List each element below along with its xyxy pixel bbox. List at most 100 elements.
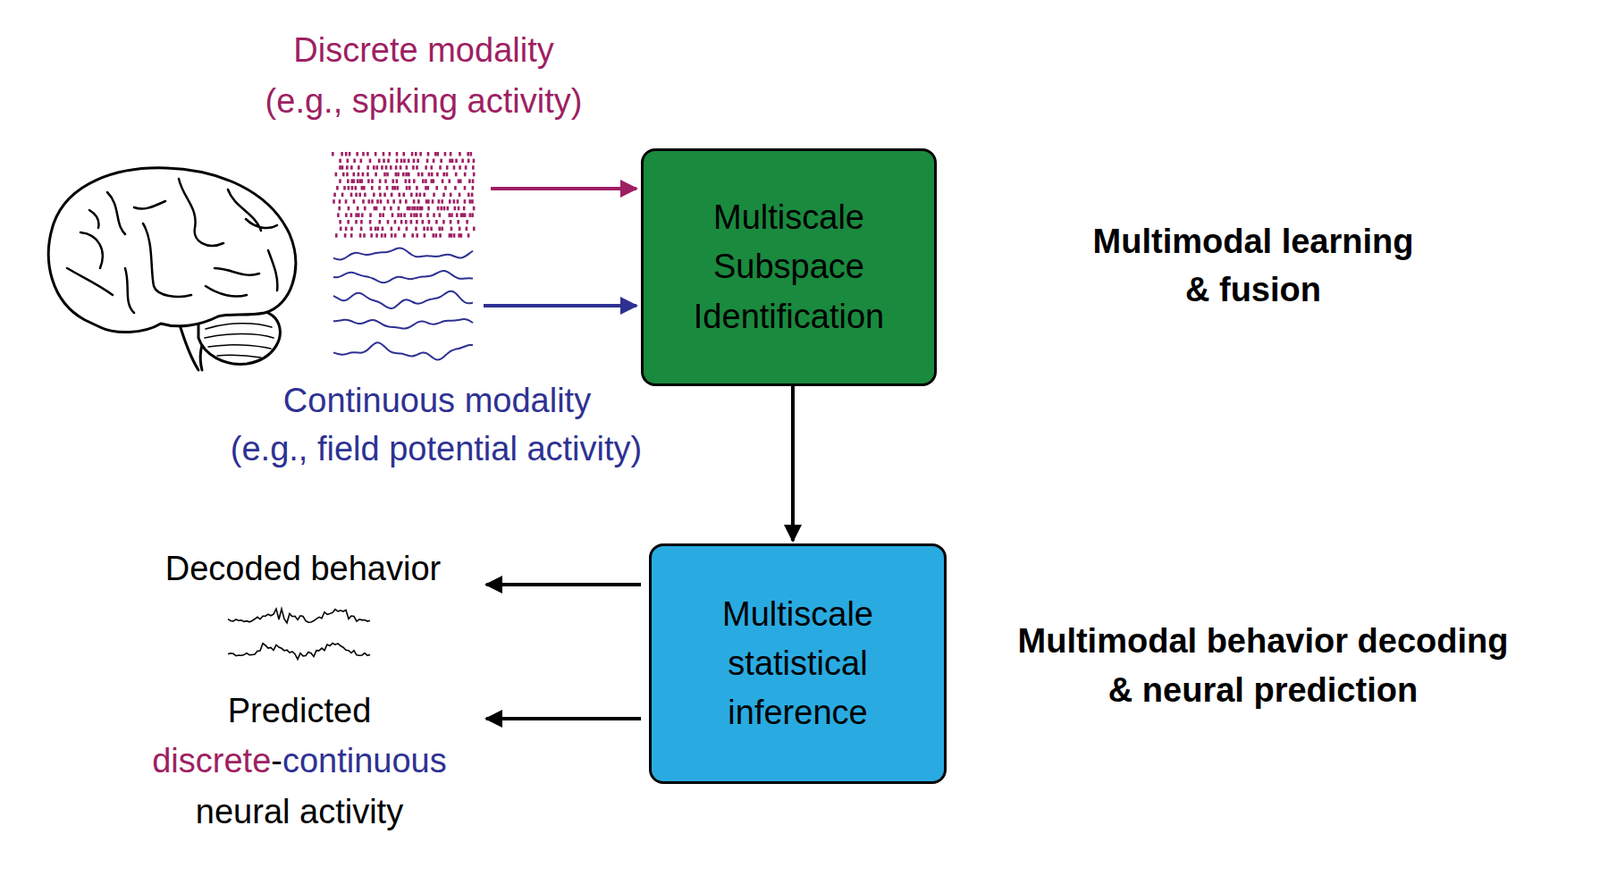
- spike-tick: [454, 185, 457, 191]
- spike-tick: [472, 206, 476, 211]
- spike-tick: [412, 159, 416, 164]
- spike-tick: [442, 172, 446, 177]
- spike-tick: [374, 151, 378, 157]
- text-label: & neural prediction: [1108, 671, 1418, 709]
- spike-tick: [416, 159, 420, 164]
- spike-tick: [431, 233, 435, 238]
- spike-tick: [341, 193, 345, 198]
- behavior-trace: [227, 643, 371, 660]
- spike-tick: [397, 193, 401, 198]
- spike-tick: [429, 227, 433, 232]
- spike-tick: [466, 151, 470, 157]
- spike-tick: [421, 206, 424, 211]
- spike-tick: [390, 227, 394, 232]
- spike-tick: [407, 159, 411, 164]
- spike-tick: [351, 185, 354, 191]
- spike-tick: [369, 159, 372, 164]
- spike-tick: [352, 172, 355, 177]
- spike-tick: [346, 219, 350, 225]
- spike-tick: [369, 212, 372, 218]
- spike-tick: [471, 199, 474, 204]
- spike-tick: [373, 206, 377, 211]
- spike-tick: [338, 165, 342, 170]
- spike-tick: [405, 227, 409, 232]
- spike-tick: [419, 151, 422, 157]
- spike-tick: [382, 151, 386, 157]
- spike-tick: [410, 219, 413, 225]
- spike-tick: [398, 199, 402, 204]
- spike-tick: [411, 233, 414, 238]
- spike-tick: [378, 212, 382, 218]
- spike-tick: [402, 151, 405, 157]
- spike-tick: [440, 227, 444, 232]
- spike-tick: [463, 206, 466, 211]
- spike-tick: [448, 159, 452, 164]
- spike-tick: [370, 185, 374, 191]
- spike-tick: [380, 165, 384, 170]
- spike-tick: [361, 212, 364, 218]
- node-label: Multiscale statistical inference: [669, 589, 927, 738]
- spike-tick: [402, 172, 405, 177]
- spike-tick: [467, 233, 471, 238]
- label-line: neural activity: [195, 791, 404, 834]
- spike-tick: [353, 185, 357, 191]
- spike-tick: [360, 227, 363, 232]
- spike-tick: [443, 206, 447, 211]
- spike-tick: [417, 172, 421, 177]
- spike-tick: [387, 219, 390, 225]
- spike-tick: [336, 185, 339, 191]
- lfp-trace: [333, 319, 473, 329]
- spike-tick: [446, 172, 449, 177]
- spike-tick: [341, 165, 345, 170]
- text-label: (e.g., spiking activity): [265, 82, 583, 120]
- spike-tick: [471, 212, 474, 218]
- spike-tick: [362, 199, 365, 204]
- text-label: Decoded behavior: [165, 549, 441, 588]
- spike-tick: [454, 206, 457, 211]
- spike-tick: [362, 185, 366, 191]
- cerebellum-folds: [204, 323, 274, 358]
- spike-tick: [463, 185, 467, 191]
- spike-tick: [437, 199, 441, 204]
- label-line: Discrete modality: [293, 30, 554, 72]
- spike-tick: [383, 206, 387, 211]
- spike-tick: [429, 165, 433, 170]
- spike-raster: [331, 151, 476, 238]
- spike-tick: [411, 206, 414, 211]
- spike-tick: [463, 172, 467, 177]
- spike-tick: [354, 193, 358, 198]
- label-line: discrete-continuous: [151, 741, 447, 783]
- spike-tick: [439, 206, 443, 211]
- spike-tick: [461, 159, 464, 164]
- spike-tick: [439, 159, 443, 164]
- spike-tick: [404, 199, 408, 204]
- spike-tick: [435, 233, 438, 238]
- spike-tick: [378, 193, 382, 198]
- spike-tick: [363, 206, 367, 211]
- spike-tick: [377, 227, 380, 232]
- spike-tick: [395, 159, 399, 164]
- spike-tick: [375, 165, 379, 170]
- spike-tick: [399, 212, 403, 218]
- spike-tick: [421, 172, 424, 177]
- spike-tick: [465, 219, 469, 225]
- spike-tick: [360, 219, 363, 225]
- spike-tick: [397, 227, 401, 232]
- spike-tick: [379, 199, 383, 204]
- spike-tick: [345, 212, 348, 218]
- text-label: -: [270, 741, 283, 780]
- spike-tick: [419, 193, 422, 198]
- process-box: Multiscale statistical inference: [648, 543, 947, 784]
- text-label: & fusion: [1185, 270, 1322, 309]
- spike-tick: [402, 193, 405, 198]
- spike-tick: [338, 159, 342, 164]
- spike-tick: [408, 185, 412, 191]
- label-line: Decoded behavior: [165, 548, 441, 590]
- spike-tick: [347, 206, 351, 211]
- spike-tick: [374, 172, 378, 177]
- spike-tick: [422, 227, 426, 232]
- flow-arrow: [791, 386, 795, 541]
- spike-tick: [428, 219, 431, 225]
- spike-tick: [350, 233, 354, 238]
